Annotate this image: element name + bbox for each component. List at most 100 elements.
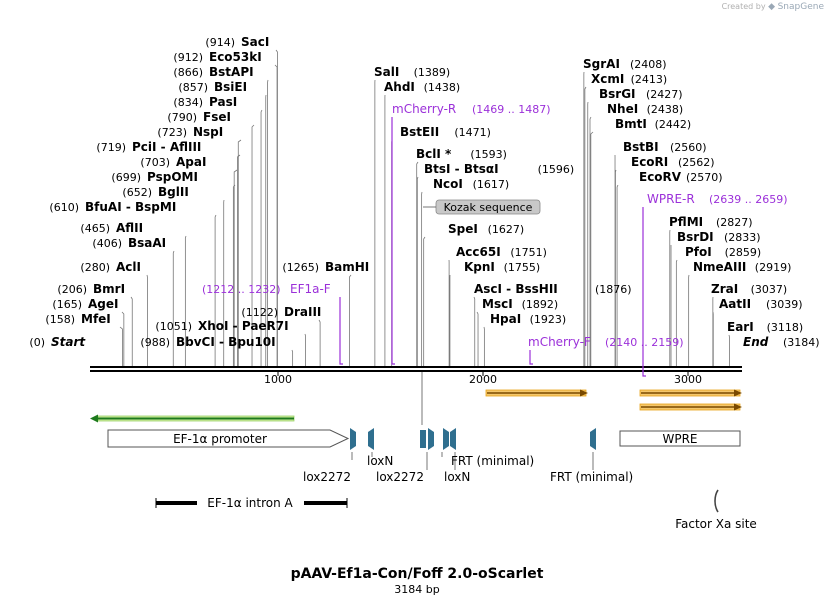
site-leader-line	[675, 259, 678, 366]
plasmid-name: pAAV-Ef1a-Con/Foff 2.0-oScarlet	[290, 566, 544, 582]
site-name: BstAPI	[209, 65, 254, 79]
restriction-site: (652)BglII	[122, 185, 188, 199]
green-arrow	[90, 414, 295, 423]
recombination-sites: lox2272 loxN lox2272 FRT (minimal) loxN …	[303, 372, 633, 484]
site-name: SgrAI	[583, 57, 620, 71]
site-leader-line	[274, 64, 278, 366]
site-name: ZraI	[711, 282, 738, 296]
site-position: (1389)	[414, 66, 451, 79]
site-position: (2827)	[716, 216, 753, 229]
site-position: (158)	[45, 313, 75, 326]
site-leader-line	[214, 214, 217, 366]
site-name: BtsI - BtsαI	[424, 162, 499, 176]
site-leader-line	[184, 235, 187, 366]
site-name: AatII	[719, 297, 751, 311]
orange-arrow-1	[485, 389, 588, 397]
primer-range: (2140 .. 2159)	[605, 336, 684, 349]
restriction-site: (1596)BtsI - BtsαI	[424, 162, 574, 176]
site-position: (1892)	[522, 298, 559, 311]
site-name: PciI - AflIII	[132, 140, 201, 154]
restriction-site: (857) BsiEI	[178, 80, 247, 94]
primer-binding-mark	[642, 207, 646, 377]
snapgene-credit: Created by ◆ SnapGene	[722, 2, 824, 12]
loxn-label-b: loxN	[444, 470, 470, 484]
site-leader-line	[291, 349, 294, 366]
site-position: (1122)	[241, 306, 278, 319]
factor-xa-icon	[714, 489, 719, 513]
tick-label: 1000	[264, 373, 292, 386]
site-leader-line	[237, 139, 242, 366]
site-position: (1755)	[504, 261, 541, 274]
site-position: (2442)	[655, 118, 692, 131]
site-leader-line	[589, 116, 592, 366]
primer-binding-mark	[339, 297, 343, 365]
site-name: KpnI	[464, 260, 495, 274]
site-position: (165)	[52, 298, 82, 311]
site-name: PflMI	[669, 215, 703, 229]
site-position: (719)	[96, 141, 126, 154]
site-leader-line	[473, 296, 476, 366]
primer: mCherry-F(2140 .. 2159)	[528, 335, 684, 365]
site-leader-line	[121, 311, 125, 366]
site-name: DraIII	[284, 305, 321, 319]
site-name: BsrGI	[599, 87, 636, 101]
restriction-site: (2438)NheI	[607, 102, 683, 116]
restriction-site: (3184)End	[743, 335, 820, 349]
site-position: (988)	[140, 336, 170, 349]
site-position: (914)	[205, 36, 235, 49]
site-position: (2919)	[755, 261, 792, 274]
restriction-site: (2562)EcoRI	[631, 155, 715, 169]
site-position: (1265)	[282, 261, 319, 274]
site-position: (866)	[173, 66, 203, 79]
restriction-site: (790)FseI	[167, 110, 231, 124]
site-position: (1876)	[595, 283, 632, 296]
restriction-site: (866) BstAPI	[173, 65, 253, 79]
site-position: (2859)	[725, 246, 762, 259]
site-position: (1471)	[454, 126, 491, 139]
tick-label: 3000	[674, 373, 702, 386]
site-leader-line	[590, 131, 594, 366]
primer-range: (2639 .. 2659)	[709, 193, 788, 206]
site-name: NmeAIII	[693, 260, 746, 274]
restriction-site: (1471)BstEII	[400, 125, 491, 139]
site-position: (1627)	[488, 223, 525, 236]
site-leader-line	[318, 319, 321, 366]
intron-feature: EF-1α intron A	[155, 496, 348, 510]
site-position: (857)	[178, 81, 208, 94]
restriction-site: (2408)SgrAI	[583, 57, 667, 71]
primer-name: EF1a-F	[290, 282, 331, 296]
site-name: ApaI	[176, 155, 206, 169]
restriction-site: (280)AclI	[80, 260, 141, 274]
site-position: (465)	[80, 222, 110, 235]
site-position: (1051)	[155, 320, 192, 333]
site-name: BsiEI	[214, 80, 247, 94]
site-position: (723)	[157, 126, 187, 139]
loxn-site-icon	[368, 428, 374, 450]
orange-arrow-2	[639, 389, 742, 397]
restriction-site: (1892)MscI	[482, 297, 558, 311]
restriction-site: (406)BsaAI	[92, 236, 166, 250]
site-position: (3118)	[767, 321, 804, 334]
site-name: EarI	[727, 320, 754, 334]
site-position: (2833)	[724, 231, 761, 244]
primers: mCherry-R(1469 .. 1487)EF1a-F(1212 .. 12…	[202, 102, 788, 377]
factor-xa-label: Factor Xa site	[675, 517, 757, 531]
restriction-site: (2560)BstBI	[623, 140, 707, 154]
site-name: EcoRI	[631, 155, 668, 169]
restriction-site: (3039)AatII	[719, 297, 803, 311]
site-leader-line	[237, 154, 241, 366]
site-name: BmrI	[93, 282, 125, 296]
restriction-site: (2919) NmeAIII	[693, 260, 791, 274]
site-name: BmtI	[615, 117, 647, 131]
site-position: (3037)	[751, 283, 788, 296]
restriction-site: (912)Eco53kI	[173, 50, 261, 64]
tick-label: 2000	[469, 373, 497, 386]
kozak-feature: Kozak sequence	[423, 199, 541, 215]
frt-label-a: FRT (minimal)	[451, 454, 534, 468]
site-name: BamHI	[325, 260, 369, 274]
site-name: AhdI	[384, 80, 415, 94]
site-name: Start	[51, 335, 86, 349]
site-name: SacI	[241, 35, 269, 49]
restriction-site: (3118) EarI	[727, 320, 803, 334]
